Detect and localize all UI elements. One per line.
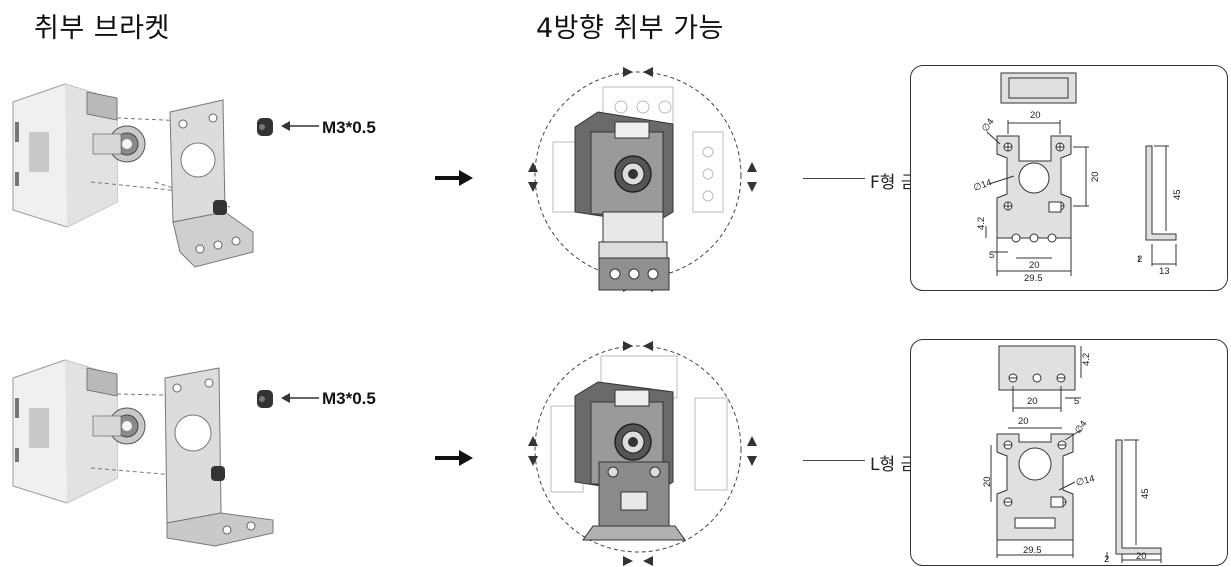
dim-bottom-span: 20: [1029, 260, 1040, 271]
exploded-assembly-1: [12, 83, 273, 268]
dim-leg: 20: [1136, 551, 1147, 562]
dim-bore-dia: ∅14: [1075, 473, 1096, 489]
leader-line: [803, 460, 865, 461]
dim-edge: 5: [1074, 396, 1079, 407]
dim-length: 45: [1140, 488, 1151, 499]
screw-icon: [257, 390, 273, 408]
dim-height: 20: [1090, 171, 1101, 182]
dim-thickness: 2: [1104, 554, 1109, 565]
dim-height: 20: [982, 476, 993, 487]
dim-offset: 4.2: [1081, 353, 1092, 366]
right-arrow-icon: [435, 170, 473, 186]
dim-hole-dia: ∅4: [980, 117, 997, 134]
heading-mounting-bracket: 취부 브라켓: [34, 13, 170, 44]
f-type-technical-drawing: 20 20 45 4.2 ∅4 ∅14 5 20 29.5 2 13: [972, 72, 1183, 284]
pointer-arrow-icon: [281, 121, 319, 131]
exploded-assembly-2: [12, 359, 274, 547]
l-type-technical-drawing: 20 20 45 4.2 ∅4 ∅14 5 20 29.5 2 20: [982, 345, 1162, 565]
dim-top-width: 20: [1030, 110, 1041, 121]
dim-thickness: 2: [1137, 254, 1142, 265]
dim-total-width: 29.5: [1024, 273, 1043, 284]
dim-leg: 13: [1159, 266, 1170, 277]
dim-bottom-span: 20: [1027, 396, 1038, 407]
screw-spec-label: M3*0.5: [322, 118, 376, 137]
l-type-drawing-panel: 20 20 45 4.2 ∅4 ∅14 5 20 29.5 2 20: [910, 339, 1228, 566]
right-arrow-icon: [435, 450, 473, 466]
dim-offset: 4.2: [976, 217, 987, 230]
dim-bore-dia: ∅14: [972, 177, 993, 194]
rotation-view-2: [528, 341, 757, 566]
dim-length: 45: [1172, 189, 1183, 200]
dim-total-width: 29.5: [1023, 545, 1042, 556]
heading-four-direction-mount: 4방향 취부 가능: [536, 13, 724, 44]
leader-line: [803, 178, 865, 179]
rotation-view-1: [528, 67, 757, 292]
f-type-drawing-panel: 20 20 45 4.2 ∅4 ∅14 5 20 29.5 2 13: [910, 65, 1228, 291]
dim-top-width: 20: [1018, 416, 1029, 427]
pointer-arrow-icon: [281, 393, 319, 403]
screw-spec-label: M3*0.5: [322, 389, 376, 408]
dim-edge: 5: [989, 250, 994, 261]
screw-icon: [257, 118, 273, 136]
